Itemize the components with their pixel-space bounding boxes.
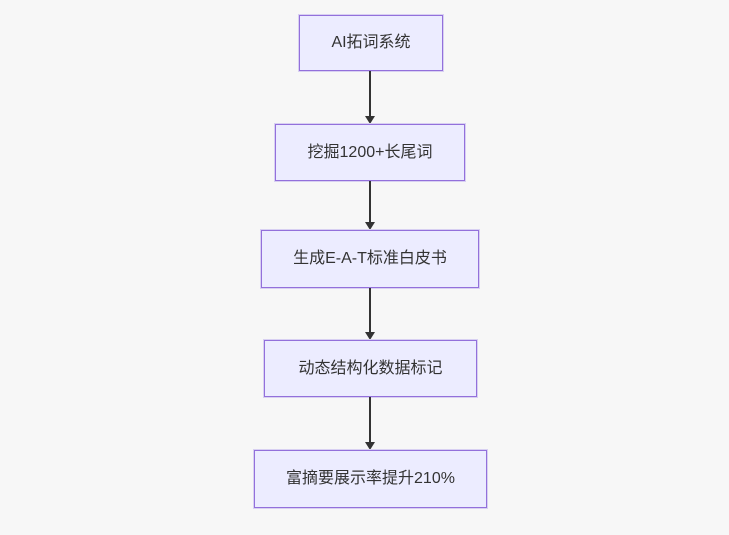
arrow-line: [369, 397, 371, 443]
flowchart-node-eat-whitepaper: 生成E-A-T标准白皮书: [261, 230, 479, 288]
node-label: 动态结构化数据标记: [298, 359, 443, 377]
node-label: 富摘要展示率提升210%: [286, 470, 455, 488]
arrowhead-icon: [365, 442, 375, 450]
arrow-down-4: [365, 397, 375, 450]
flowchart-node-ai-expansion: AI拓词系统: [299, 15, 443, 71]
arrow-down-1: [365, 71, 375, 124]
arrowhead-icon: [365, 222, 375, 230]
node-label: AI拓词系统: [331, 34, 411, 52]
node-label: 生成E-A-T标准白皮书: [293, 250, 447, 268]
flowchart-node-structured-data: 动态结构化数据标记: [264, 340, 477, 397]
arrow-line: [369, 288, 371, 333]
flowchart-node-longtail-mining: 挖掘1200+长尾词: [275, 124, 465, 181]
flowchart-node-rich-snippet-result: 富摘要展示率提升210%: [254, 450, 487, 508]
arrow-down-2: [365, 181, 375, 230]
node-label: 挖掘1200+长尾词: [307, 143, 433, 161]
arrowhead-icon: [365, 332, 375, 340]
arrow-down-3: [365, 288, 375, 340]
arrowhead-icon: [365, 116, 375, 124]
arrow-line: [369, 181, 371, 223]
arrow-line: [369, 71, 371, 117]
